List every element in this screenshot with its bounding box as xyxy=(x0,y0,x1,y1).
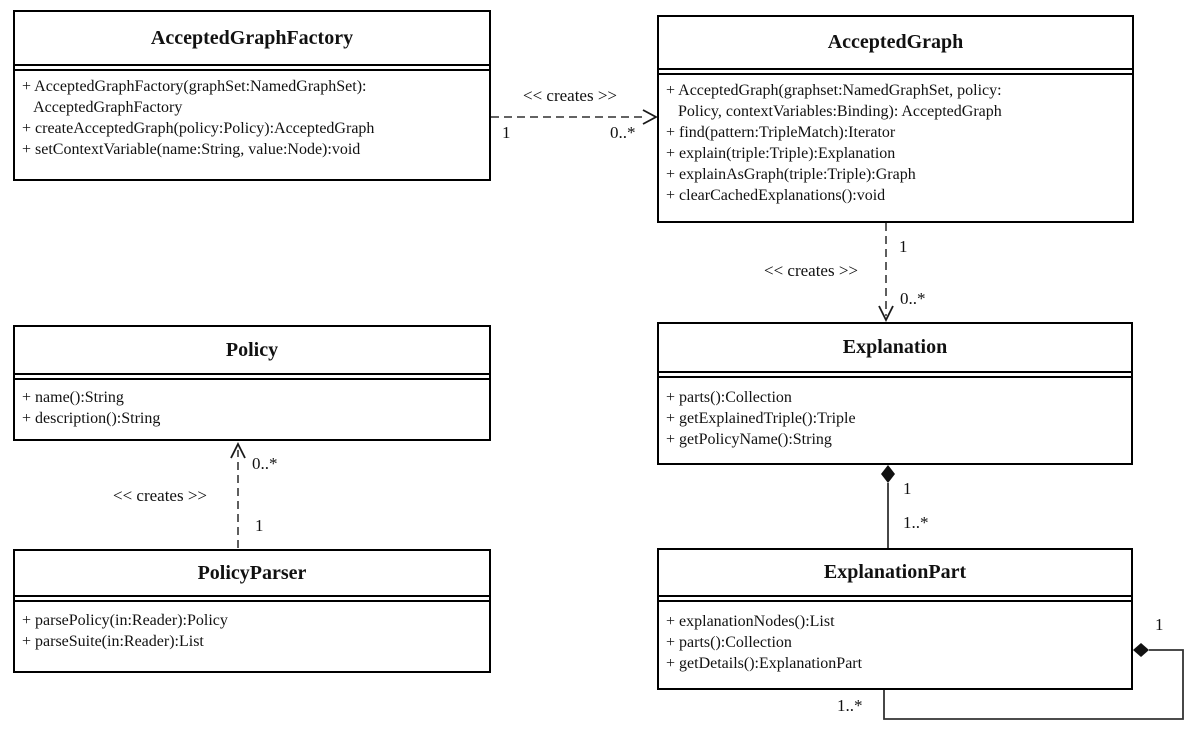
attributes-compartment xyxy=(659,70,1132,75)
method-line: + getExplainedTriple():Triple xyxy=(666,410,856,427)
class-name: AcceptedGraphFactory xyxy=(15,12,489,66)
composition-explanation-to-part xyxy=(881,465,895,548)
method-line: + parts():Collection xyxy=(666,389,792,406)
class-box-policy: Policy + name():String + description():St… xyxy=(13,325,491,441)
method-line: + getDetails():ExplanationPart xyxy=(666,655,863,672)
class-name: PolicyParser xyxy=(15,551,489,597)
multiplicity-label: 1 xyxy=(903,479,912,498)
method-line: + AcceptedGraph(graphset:NamedGraphSet, … xyxy=(666,82,1002,99)
class-name: AcceptedGraph xyxy=(659,17,1132,70)
method-line: + parsePolicy(in:Reader):Policy xyxy=(22,612,228,629)
multiplicity-label: 1..* xyxy=(903,513,929,532)
method-line: + name():String xyxy=(22,389,124,406)
attributes-compartment xyxy=(15,597,489,602)
methods-compartment: + explanationNodes():List + parts():Colle… xyxy=(659,602,1131,674)
multiplicity-label: 0..* xyxy=(252,454,278,473)
method-line: + clearCachedExplanations():void xyxy=(666,187,886,204)
stereotype-label-creates: << creates >> xyxy=(522,86,618,105)
methods-compartment: + AcceptedGraph(graphset:NamedGraphSet, … xyxy=(659,75,1132,206)
class-name: Policy xyxy=(15,327,489,375)
class-name: ExplanationPart xyxy=(659,550,1131,597)
attributes-compartment xyxy=(15,375,489,380)
stereotype-label-creates: << creates >> xyxy=(112,486,208,505)
class-box-explanation: Explanation + parts():Collection + getExp… xyxy=(657,322,1133,465)
class-box-accepted-graph: AcceptedGraph + AcceptedGraph(graphset:N… xyxy=(657,15,1134,223)
method-line: + parseSuite(in:Reader):List xyxy=(22,633,204,650)
methods-compartment: + AcceptedGraphFactory(graphSet:NamedGra… xyxy=(15,71,489,160)
class-box-policy-parser: PolicyParser + parsePolicy(in:Reader):Po… xyxy=(13,549,491,673)
method-line: + explain(triple:Triple):Explanation xyxy=(666,145,896,162)
attributes-compartment xyxy=(659,597,1131,602)
method-line: AcceptedGraphFactory xyxy=(22,99,183,116)
multiplicity-label: 0..* xyxy=(610,123,636,142)
method-line: + parts():Collection xyxy=(666,634,792,651)
creates-association-graph-to-explanation xyxy=(878,223,894,323)
method-line: + setContextVariable(name:String, value:… xyxy=(22,141,361,158)
class-name: Explanation xyxy=(659,324,1131,373)
method-line: + explanationNodes():List xyxy=(666,613,835,630)
multiplicity-label: 1 xyxy=(899,237,908,256)
method-line: + AcceptedGraphFactory(graphSet:NamedGra… xyxy=(22,78,367,95)
multiplicity-label: 1 xyxy=(502,123,511,142)
creates-association-factory-to-graph xyxy=(491,109,658,125)
methods-compartment: + name():String + description():String xyxy=(15,380,489,429)
method-line: + explainAsGraph(triple:Triple):Graph xyxy=(666,166,916,183)
multiplicity-label: 1 xyxy=(1155,615,1164,634)
multiplicity-label: 1..* xyxy=(837,696,863,715)
methods-compartment: + parsePolicy(in:Reader):Policy + parseSu… xyxy=(15,602,489,652)
method-line: Policy, contextVariables:Binding): Accep… xyxy=(666,103,1002,120)
method-line: + getPolicyName():String xyxy=(666,431,832,448)
attributes-compartment xyxy=(15,66,489,71)
multiplicity-label: 0..* xyxy=(900,289,926,308)
class-box-accepted-graph-factory: AcceptedGraphFactory + AcceptedGraphFact… xyxy=(13,10,491,181)
method-line: + createAcceptedGraph(policy:Policy):Acc… xyxy=(22,120,375,137)
stereotype-label-creates: << creates >> xyxy=(763,261,859,280)
class-box-explanation-part: ExplanationPart + explanationNodes():Lis… xyxy=(657,548,1133,690)
multiplicity-label: 1 xyxy=(255,516,264,535)
attributes-compartment xyxy=(659,373,1131,378)
method-line: + find(pattern:TripleMatch):Iterator xyxy=(666,124,896,141)
methods-compartment: + parts():Collection + getExplainedTriple… xyxy=(659,378,1131,450)
creates-association-parser-to-policy xyxy=(230,441,246,548)
method-line: + description():String xyxy=(22,410,161,427)
